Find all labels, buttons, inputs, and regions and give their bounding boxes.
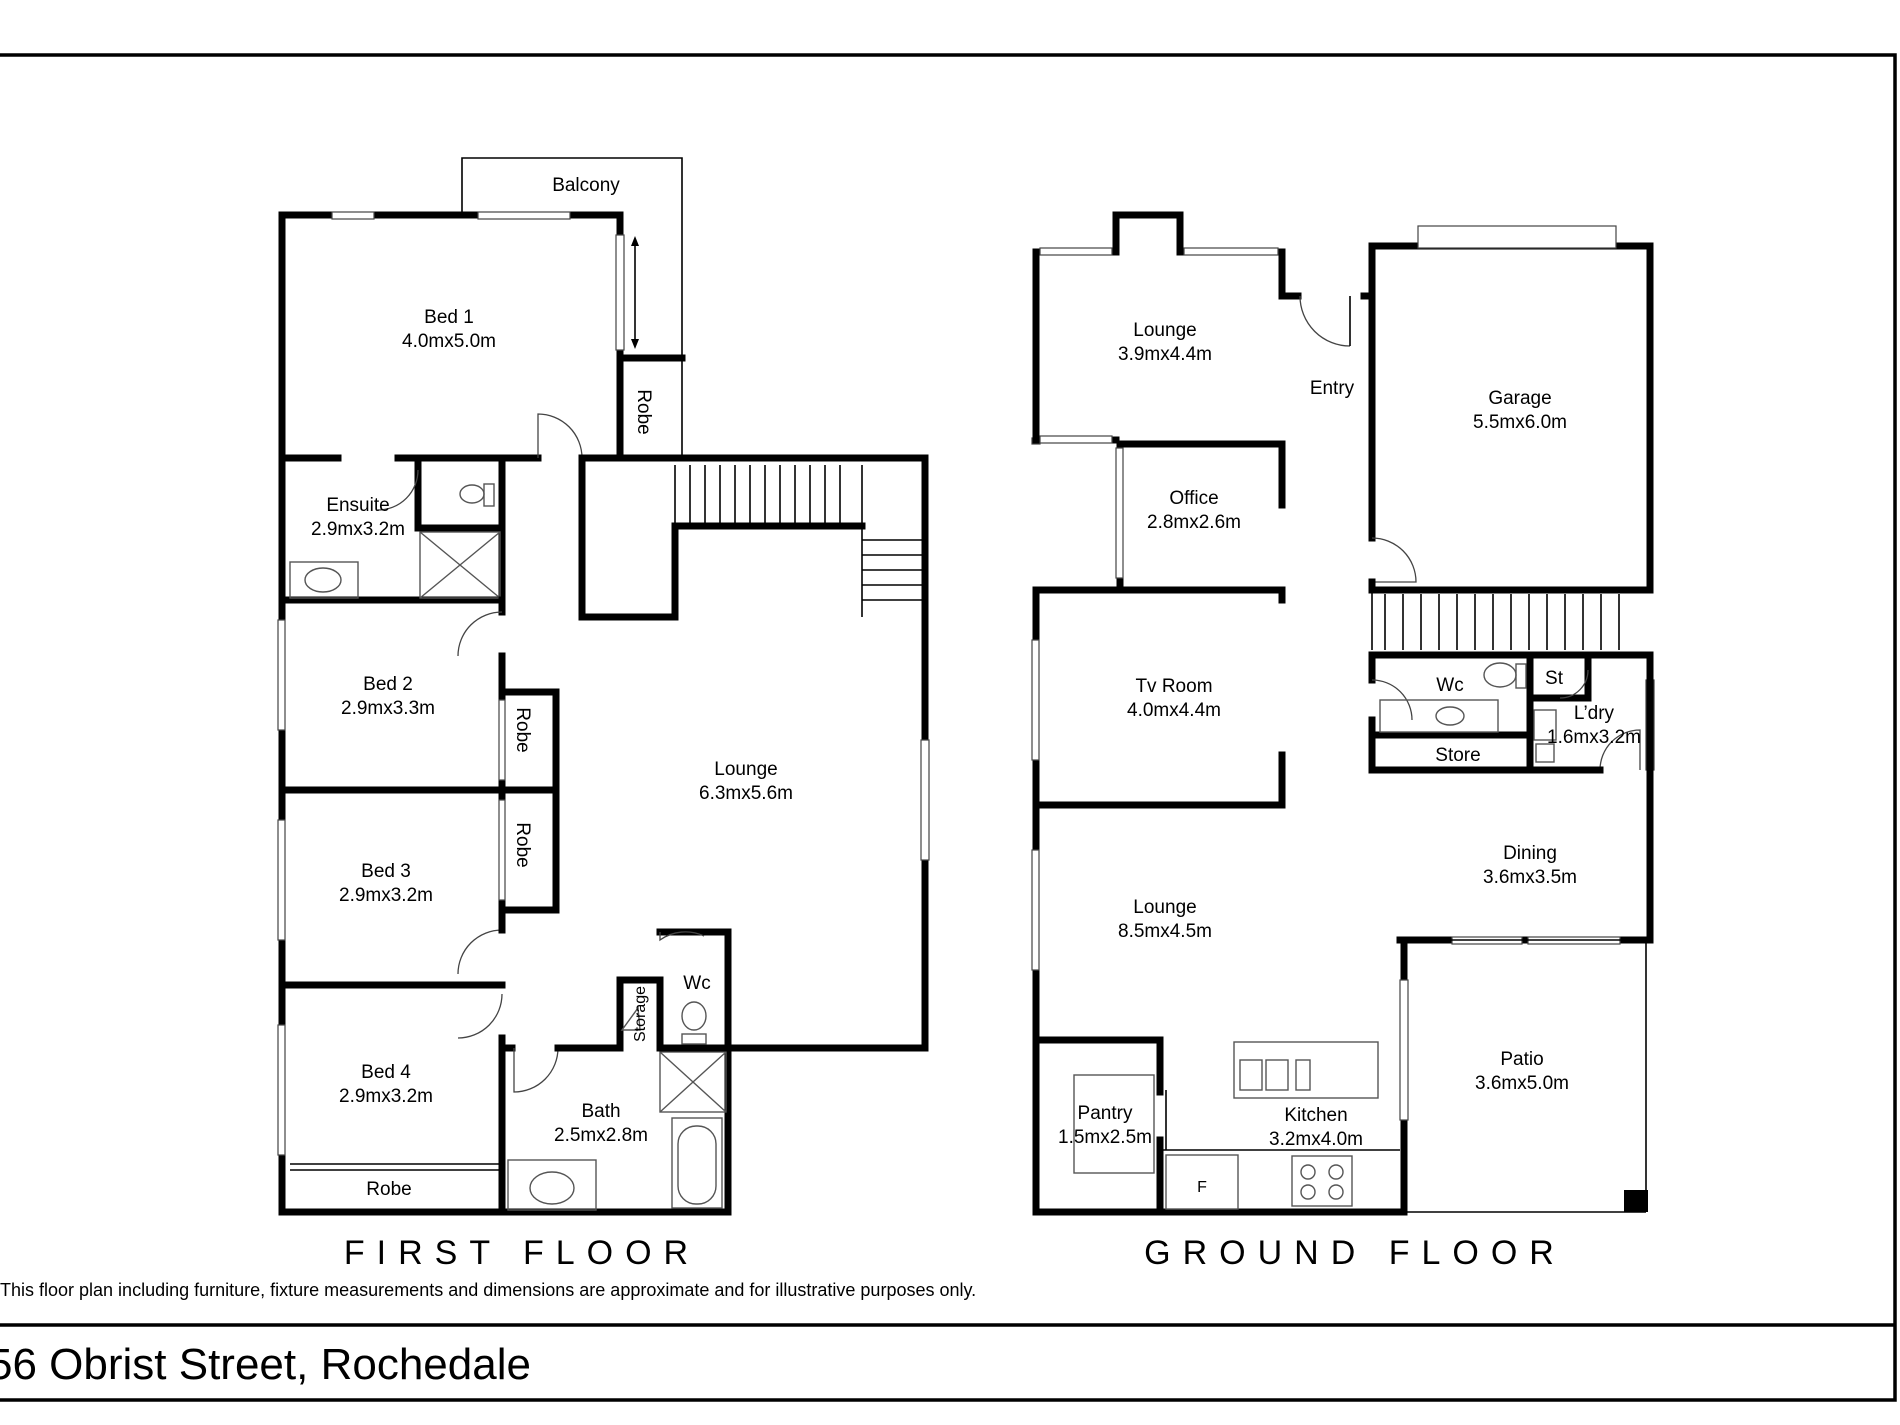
patio-label: Patio: [1500, 1049, 1543, 1070]
robe-bed2-label: Robe: [512, 707, 533, 752]
pantry-size: 1.5mx2.5m: [1058, 1127, 1152, 1148]
patio-size: 3.6mx5.0m: [1475, 1073, 1569, 1094]
disclaimer-text: This floor plan including furniture, fix…: [0, 1280, 976, 1300]
bed4-label: Bed 4: [361, 1062, 411, 1083]
robe-bed4-label: Robe: [366, 1179, 411, 1200]
laundry-label: L’dry: [1574, 703, 1615, 724]
robe-bed1-label: Robe: [633, 389, 654, 434]
tvroom-walls: [1032, 586, 1286, 809]
tvroom-label: Tv Room: [1135, 676, 1212, 697]
patio-walls: [1032, 801, 1408, 1216]
property-address: 56 Obrist Street, Rochedale: [0, 1340, 531, 1389]
bed4-size: 2.9mx3.2m: [339, 1086, 433, 1107]
first-floor-plan: [277, 157, 930, 1216]
gf-lounge2-label: Lounge: [1133, 897, 1196, 918]
ff-wc-label: Wc: [683, 973, 710, 994]
fridge-label: F: [1197, 1179, 1207, 1196]
laundry-size: 1.6mx3.2m: [1547, 727, 1641, 748]
st-label: St: [1545, 668, 1564, 689]
bed2-label: Bed 2: [363, 674, 413, 695]
first-floor-title: FIRST FLOOR: [344, 1234, 700, 1272]
ff-lounge-label: Lounge: [714, 759, 777, 780]
robe-bed3-label: Robe: [512, 822, 533, 867]
bed3-label: Bed 3: [361, 861, 411, 882]
ensuite-size: 2.9mx3.2m: [311, 519, 405, 540]
bed1-label: Bed 1: [424, 307, 474, 328]
dining-label: Dining: [1503, 843, 1557, 864]
ff-lounge-size: 6.3mx5.6m: [699, 783, 793, 804]
entry-label: Entry: [1310, 378, 1355, 399]
gf-wc-label: Wc: [1436, 675, 1463, 696]
page-frame: [0, 53, 1897, 1402]
pantry-label: Pantry: [1078, 1103, 1133, 1124]
bath-size: 2.5mx2.8m: [554, 1125, 648, 1146]
kitchen-label: Kitchen: [1284, 1105, 1347, 1126]
garage-label: Garage: [1488, 388, 1551, 409]
office-label: Office: [1169, 488, 1218, 509]
garage-size: 5.5mx6.0m: [1473, 412, 1567, 433]
ground-floor-title: GROUND FLOOR: [1144, 1234, 1566, 1272]
bath-label: Bath: [581, 1101, 620, 1122]
bed1-size: 4.0mx5.0m: [402, 331, 496, 352]
ensuite-label: Ensuite: [326, 495, 389, 516]
store-label: Store: [1435, 745, 1480, 766]
gf-lounge1-size: 3.9mx4.4m: [1118, 344, 1212, 365]
first-floor-labels: Balcony Bed 1 4.0mx5.0m Robe Ensuite 2.9…: [311, 175, 793, 1200]
balcony-label: Balcony: [552, 175, 620, 196]
gf-lounge1-label: Lounge: [1133, 320, 1196, 341]
dining-size: 3.6mx3.5m: [1483, 867, 1577, 888]
balcony-outline: [461, 157, 683, 458]
storage-label: Storage: [632, 986, 649, 1042]
bed2-size: 2.9mx3.3m: [341, 698, 435, 719]
office-size: 2.8mx2.6m: [1147, 512, 1241, 533]
ground-floor-labels: Lounge 3.9mx4.4m Entry Garage 5.5mx6.0m …: [1058, 320, 1641, 1196]
bed3-size: 2.9mx3.2m: [339, 885, 433, 906]
kitchen-size: 3.2mx4.0m: [1269, 1129, 1363, 1150]
tvroom-size: 4.0mx4.4m: [1127, 700, 1221, 721]
stair-void: [578, 461, 866, 621]
gf-lounge2-size: 8.5mx4.5m: [1118, 921, 1212, 942]
ground-floor-plan: [1031, 211, 1655, 1216]
